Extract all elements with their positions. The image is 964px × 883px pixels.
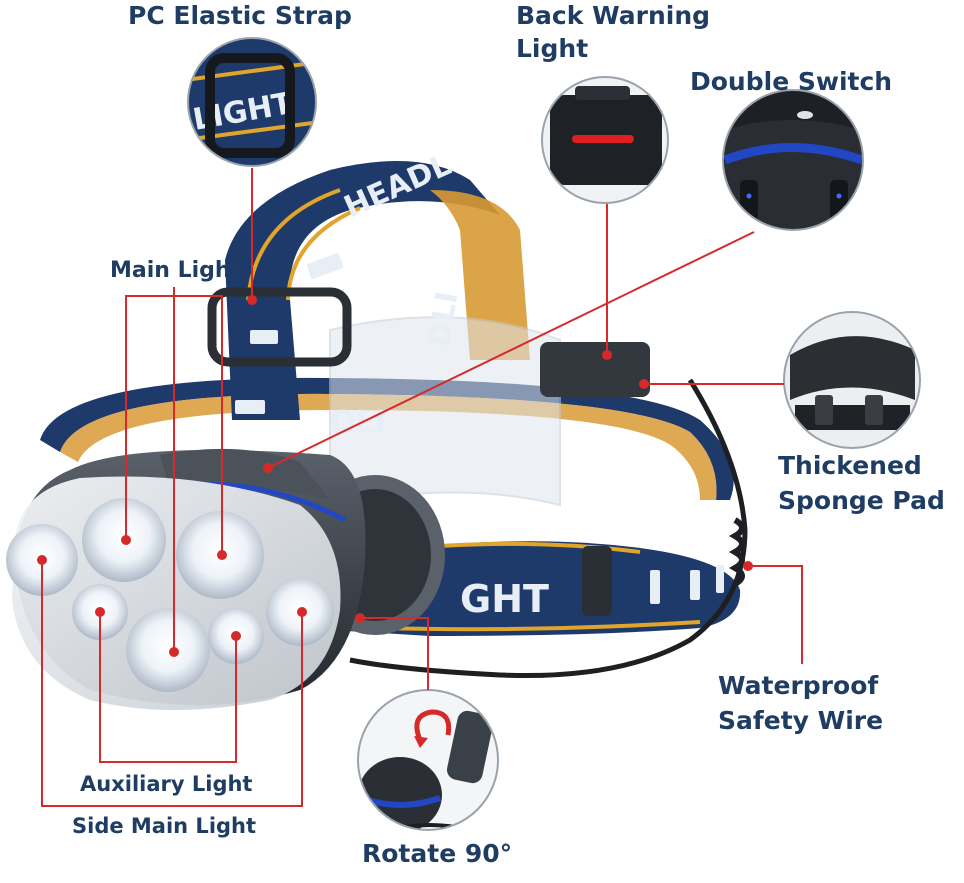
callout-auxiliary-light (99, 612, 237, 763)
callout-waterproof-wire (748, 565, 803, 664)
label-thickened-sponge-pad-1: Thickened (778, 451, 922, 480)
label-auxiliary-light: Auxiliary Light (80, 772, 253, 796)
label-back-warning-light-1: Back Warning (516, 1, 711, 30)
inset-back-warning-light (541, 76, 669, 204)
label-back-warning-light-2: Light (516, 34, 589, 63)
red-warning-led (572, 135, 634, 143)
headband: HEADL DLI OLI GHT (40, 147, 748, 679)
inset-sponge-pad (783, 311, 921, 449)
headband-print-bottom: GHT (460, 577, 549, 621)
rotate-arrow-icon (414, 709, 452, 741)
led-main-bottom (126, 608, 210, 692)
callout-double-switch (267, 231, 755, 469)
label-side-main-light: Side Main Light (72, 814, 257, 838)
label-rotate-90: Rotate 90° (362, 839, 513, 868)
inset-double-switch (722, 89, 864, 231)
label-pc-elastic-strap: PC Elastic Strap (128, 1, 352, 30)
label-waterproof-safety-wire-1: Waterproof (718, 671, 879, 700)
callout-dots (37, 295, 753, 657)
switch-indicator-right (836, 193, 842, 199)
callout-side-main-light (41, 560, 303, 807)
label-waterproof-safety-wire-2: Safety Wire (718, 706, 884, 735)
label-double-switch: Double Switch (690, 67, 893, 96)
switch-indicator-left (746, 193, 752, 199)
inset-rotate (357, 689, 499, 831)
headband-print-top: HEADL (339, 147, 456, 225)
label-thickened-sponge-pad-2: Sponge Pad (778, 486, 945, 515)
inset-elastic-strap: LIGHT (187, 37, 317, 167)
callout-rotate (360, 617, 429, 690)
lamp-head (6, 448, 445, 710)
callout-lines (41, 168, 803, 807)
label-main-light: Main Light (110, 258, 242, 283)
